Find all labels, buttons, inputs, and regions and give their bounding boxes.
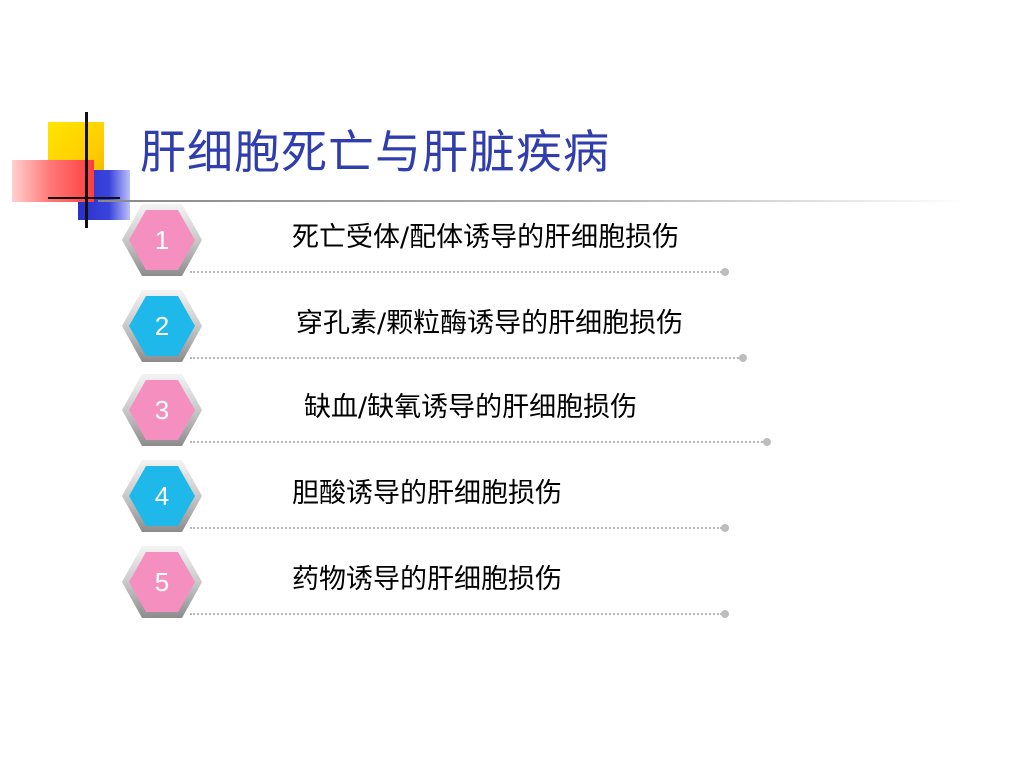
item-number: 2 [154,311,170,341]
item-number: 1 [154,225,170,255]
item-text: 胆酸诱导的肝细胞损伤 [292,478,562,509]
slide-title: 肝细胞死亡与肝脏疾病 [140,125,610,179]
hexagon-icon [122,204,202,276]
divider-end-dot [763,438,771,446]
dotted-divider [190,271,722,273]
divider-end-dot [739,354,747,362]
divider-end-dot [721,610,729,618]
item-number: 5 [154,567,170,597]
list-item: 5 药物诱导的肝细胞损伤 [0,544,1024,628]
hexagon-badge: 1 [120,202,204,278]
list-item: 2 穿孔素/颗粒酶诱导的肝细胞损伤 [0,288,1024,372]
hexagon-icon [122,290,202,362]
hexagon-badge: 3 [120,372,204,448]
item-text: 穿孔素/颗粒酶诱导的肝细胞损伤 [296,308,684,339]
item-number: 4 [154,481,170,511]
hexagon-badge: 4 [120,458,204,534]
divider-end-dot [721,268,729,276]
hexagon-fill [129,466,195,526]
list-item: 3 缺血/缺氧诱导的肝细胞损伤 [0,372,1024,456]
list-item: 4 胆酸诱导的肝细胞损伤 [0,458,1024,542]
list-item: 1 死亡受体/配体诱导的肝细胞损伤 [0,202,1024,286]
hexagon-fill [129,552,195,612]
dotted-divider [190,527,722,529]
hexagon-icon [122,546,202,618]
hexagon-icon [122,460,202,532]
hexagon-fill [129,296,195,356]
item-text: 死亡受体/配体诱导的肝细胞损伤 [292,222,680,253]
logo-horizontal-line [48,197,120,199]
divider-end-dot [721,524,729,532]
logo-red-bar [12,160,94,202]
item-text: 缺血/缺氧诱导的肝细胞损伤 [304,392,638,423]
dotted-divider [190,613,722,615]
logo-vertical-line [85,112,88,228]
hexagon-fill [129,380,195,440]
item-text: 药物诱导的肝细胞损伤 [292,564,562,595]
dotted-divider [190,357,742,359]
item-number: 3 [154,395,170,425]
hexagon-fill [129,210,195,270]
hexagon-badge: 2 [120,288,204,364]
title-underline [98,200,968,202]
hexagon-icon [122,374,202,446]
hexagon-badge: 5 [120,544,204,620]
dotted-divider [190,441,766,443]
